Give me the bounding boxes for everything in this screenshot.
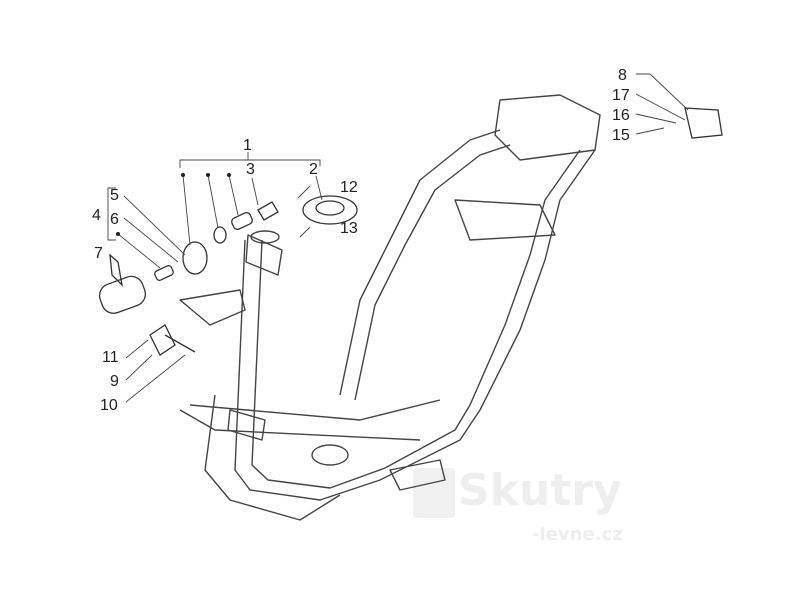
callout-2: 2 [309, 161, 318, 178]
callout-11: 11 [102, 349, 119, 366]
callout-10: 10 [100, 397, 118, 414]
scooter-frame [179, 94, 601, 521]
callout-15: 15 [612, 127, 630, 144]
parts [98, 107, 723, 356]
callout-12: 12 [340, 179, 358, 196]
watermark-text: Skutry [458, 465, 622, 516]
callout-17: 17 [612, 87, 630, 104]
callout-16: 16 [612, 107, 630, 124]
callout-3: 3 [246, 161, 255, 178]
callout-9: 9 [110, 373, 119, 390]
leader-lines [107, 73, 689, 403]
callout-4: 4 [92, 207, 101, 224]
watermark-logo: Skutry -levne.cz [413, 465, 623, 545]
callout-8: 8 [618, 67, 627, 84]
callout-13: 13 [340, 220, 358, 237]
callout-7: 7 [94, 245, 103, 262]
callout-6: 6 [110, 211, 119, 228]
watermark-subtext: -levne.cz [532, 524, 623, 545]
callout-5: 5 [110, 187, 119, 204]
callout-1: 1 [243, 137, 252, 154]
callout-labels: 1 2 3 4 5 6 7 8 9 10 11 12 13 15 16 17 [92, 67, 630, 414]
